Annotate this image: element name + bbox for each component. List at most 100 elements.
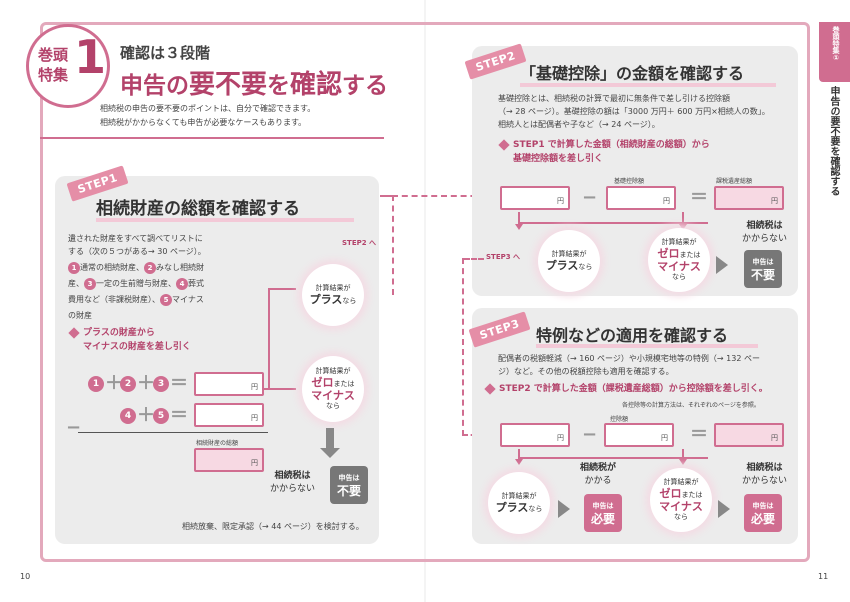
page-number-left: 10 bbox=[20, 572, 31, 581]
step3-sub: STEP2 で計算した金額（課税遺産総額）から控除額を差し引く。 bbox=[484, 382, 768, 396]
step2-card bbox=[472, 46, 798, 296]
step3-filing-required-2: 申告は必要 bbox=[744, 494, 782, 532]
num-4: 4 bbox=[176, 278, 188, 290]
step3-notax: 相続税はかからない bbox=[742, 463, 788, 486]
num-3: 3 bbox=[84, 278, 96, 290]
page-title: 申告の要不要を確認する bbox=[120, 64, 388, 101]
step2-kazei-box: 円 bbox=[714, 186, 784, 210]
badge-top: 巻頭 bbox=[38, 46, 69, 64]
flow-line bbox=[268, 288, 296, 290]
step2-title: 「基礎控除」の金額を確認する bbox=[520, 64, 745, 83]
step1-text2: する（次の５つがある→ 30 ページ）。 bbox=[68, 247, 206, 256]
minus-sign: − bbox=[582, 187, 598, 208]
step2-title-underline bbox=[520, 83, 776, 87]
equals-sign: ＝ bbox=[170, 405, 188, 426]
down-arrow-icon bbox=[326, 428, 334, 452]
arrow-right-icon bbox=[718, 500, 730, 518]
step2-text3: 相続人とは配偶者や子など（→ 24 ページ）。 bbox=[498, 120, 660, 129]
step2-zero-bubble: 計算結果がゼロまたはマイナスなら bbox=[648, 228, 710, 292]
header-kicker: 確認は３段階 bbox=[120, 44, 211, 62]
connector-dashed bbox=[380, 195, 392, 197]
step3-tax: 相続税がかかる bbox=[580, 463, 617, 486]
flow-line bbox=[518, 449, 520, 459]
plus-sign: ＋ bbox=[137, 405, 155, 426]
step3-text1: 配偶者の税額軽減（→ 160 ページ）や小規模宅地等の特例（→ 132 ペー bbox=[498, 354, 760, 363]
flow-line bbox=[518, 457, 708, 459]
connector-dashed bbox=[392, 195, 496, 197]
flow-line bbox=[264, 388, 270, 390]
num-2: 2 bbox=[144, 262, 156, 274]
arrow-right-icon bbox=[716, 256, 728, 274]
step1-footnote: 相続放棄、限定承認（→ 44 ページ）を検討する。 bbox=[182, 522, 364, 531]
flow-line bbox=[268, 288, 270, 390]
step3-result-box: 円 bbox=[714, 423, 784, 447]
estate-total-box: 円 bbox=[194, 448, 264, 472]
eq-num-1: 1 bbox=[88, 376, 104, 392]
eq-num-5: 5 bbox=[153, 408, 169, 424]
label-kazei: 課税遺産総額 bbox=[716, 178, 753, 185]
eq-num-3: 3 bbox=[153, 376, 169, 392]
step3-kojo-box: 円 bbox=[604, 423, 674, 447]
connector-dashed bbox=[462, 258, 464, 436]
flow-line bbox=[268, 388, 296, 390]
step2-plus-bubble: 計算結果がプラスなら bbox=[538, 230, 600, 292]
minus-sign: − bbox=[66, 417, 82, 438]
connector-dashed bbox=[464, 258, 484, 260]
plus-total-box: 円 bbox=[194, 372, 264, 396]
subtract-line bbox=[78, 432, 268, 433]
flow-line bbox=[518, 222, 708, 224]
down-arrow-icon bbox=[679, 459, 687, 465]
flow-line bbox=[518, 212, 520, 224]
header-divider bbox=[40, 137, 384, 139]
label-kojo: 控除額 bbox=[610, 416, 629, 423]
diamond-icon bbox=[484, 382, 496, 395]
side-tab-title: 申告の要不要を確認する bbox=[828, 86, 839, 196]
arrow-right-icon bbox=[558, 500, 570, 518]
step3-title: 特例などの適用を確認する bbox=[536, 326, 729, 345]
diamond-icon bbox=[68, 326, 80, 339]
label-kiso: 基礎控除額 bbox=[614, 178, 645, 185]
step2-text1: 基礎控除とは、相続税の計算で最初に無条件で差し引ける控除額 bbox=[498, 94, 730, 103]
equals-sign: ＝ bbox=[170, 373, 188, 394]
title-e: する bbox=[342, 73, 389, 99]
step2-input-box: 円 bbox=[500, 186, 570, 210]
step2-sub: STEP1 で計算した金額（相続財産の総額）から 基礎控除額を差し引く bbox=[498, 138, 710, 166]
total-label: 相続財産の総額 bbox=[196, 440, 239, 447]
step1-text1: 遺された財産をすべて調べてリストに bbox=[68, 234, 203, 243]
minus-total-box: 円 bbox=[194, 403, 264, 427]
step1-zero-bubble: 計算結果がゼロまたはマイナスなら bbox=[302, 356, 364, 422]
step2-notax: 相続税はかからない bbox=[742, 221, 788, 244]
step3-filing-required: 申告は必要 bbox=[584, 494, 622, 532]
step1-sub: プラスの財産から マイナスの財産を差し引く bbox=[68, 326, 191, 354]
side-tab bbox=[819, 22, 850, 82]
step3-text2: ジ）など。その他の税額控除も適用を確認する。 bbox=[498, 367, 674, 376]
title-a: 申告の bbox=[120, 73, 189, 99]
step1-title: 相続財産の総額を確認する bbox=[96, 199, 300, 219]
step1-notax: 相続税はかからない bbox=[270, 471, 316, 494]
minus-sign: − bbox=[582, 424, 598, 445]
plus-sign: ＋ bbox=[137, 373, 155, 394]
step1-plus-bubble: 計算結果がプラスなら bbox=[302, 264, 364, 326]
step1-title-underline bbox=[96, 218, 354, 222]
lead-1: 相続税の申告の要不要のポイントは、自分で確認できます。 bbox=[100, 104, 316, 113]
lead-2: 相続税がかからなくても申告が必要なケースもあります。 bbox=[100, 118, 307, 127]
step3-note: 各控除等の計算方法は、それぞれのページを参照。 bbox=[622, 402, 760, 409]
step3-zero-bubble: 計算結果がゼロまたはマイナスなら bbox=[650, 468, 712, 532]
down-arrow-head-icon bbox=[320, 448, 340, 458]
equals-sign: ＝ bbox=[690, 187, 708, 208]
eq-num-2: 2 bbox=[120, 376, 136, 392]
equals-sign: ＝ bbox=[690, 424, 708, 445]
step2-no-filing: 申告は不要 bbox=[744, 250, 782, 288]
plus-sign: ＋ bbox=[105, 373, 123, 394]
badge-bottom: 特集 bbox=[38, 66, 69, 84]
eq-num-4: 4 bbox=[120, 408, 136, 424]
step2-kiso-box: 円 bbox=[606, 186, 676, 210]
step1-no-filing: 申告は不要 bbox=[330, 466, 368, 504]
feature-badge bbox=[26, 24, 110, 108]
diamond-icon bbox=[498, 138, 510, 151]
num-5: 5 bbox=[160, 294, 172, 306]
num-1: 1 bbox=[68, 262, 80, 274]
side-tab-label: 巻頭特集① bbox=[832, 26, 840, 62]
flow-line bbox=[682, 212, 684, 224]
